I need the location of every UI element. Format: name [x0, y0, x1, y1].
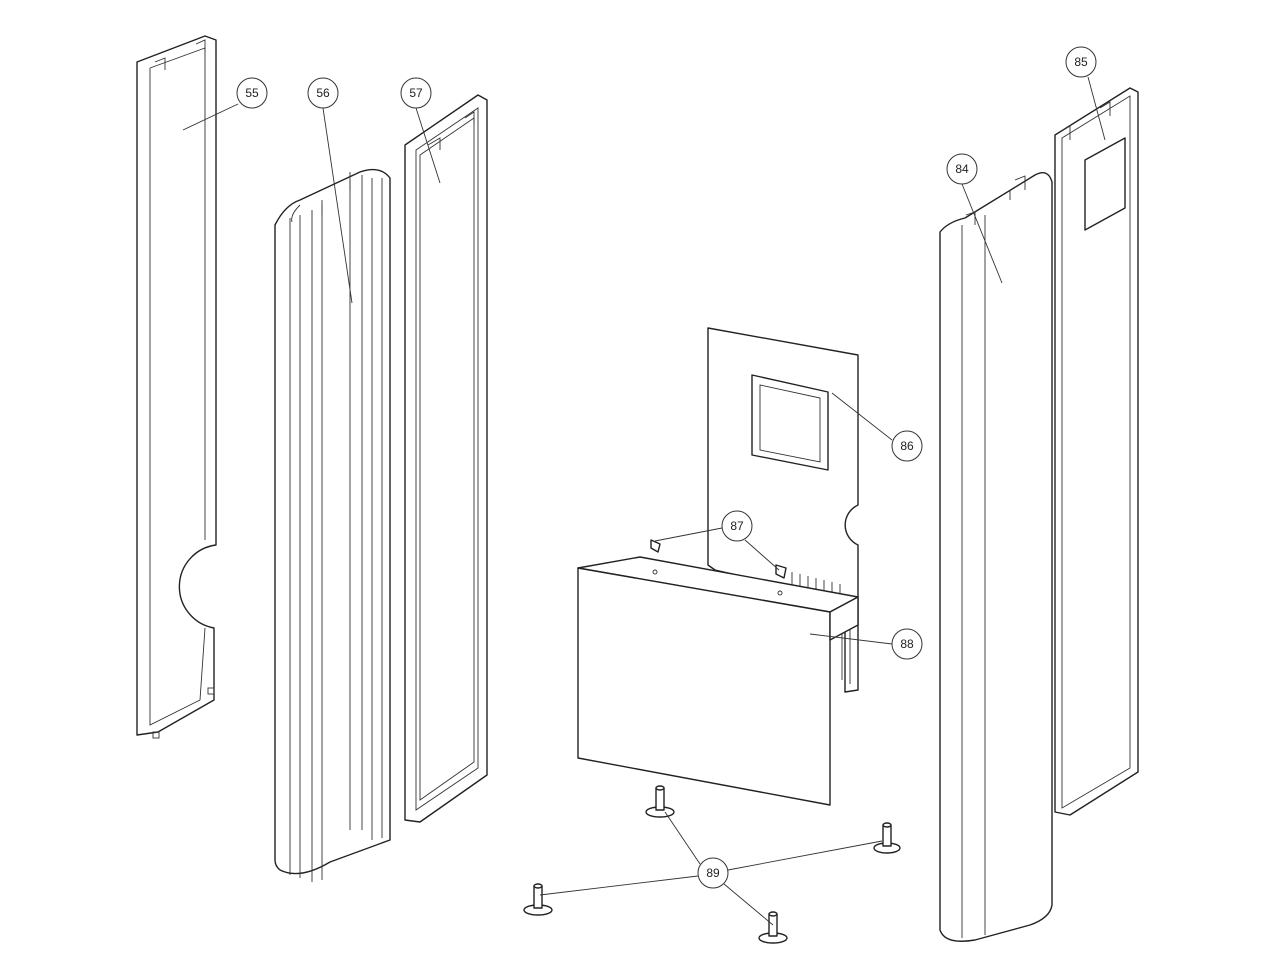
part-87-wing-screws [650, 539, 787, 579]
part-85-rear-panel [1054, 87, 1139, 816]
callout-87: 87 [721, 510, 753, 542]
part-55-side-panel [136, 35, 217, 739]
callout-85-label: 85 [1074, 55, 1088, 69]
part-86-mounting-plate [707, 327, 859, 693]
callout-88-label: 88 [900, 637, 914, 651]
callout-89-label: 89 [706, 866, 720, 880]
callout-85: 85 [1065, 46, 1097, 78]
callout-57-label: 57 [409, 86, 423, 100]
callout-55: 55 [236, 77, 268, 109]
callout-84: 84 [946, 153, 978, 185]
callout-89: 89 [697, 857, 729, 889]
callout-86-label: 86 [900, 439, 914, 453]
foot-3 [523, 883, 553, 916]
leader-lines [182, 76, 1106, 926]
callout-56: 56 [307, 77, 339, 109]
callout-84-label: 84 [955, 162, 969, 176]
foot-2 [873, 822, 901, 854]
callout-57: 57 [400, 77, 432, 109]
callout-55-label: 55 [245, 86, 259, 100]
callout-86: 86 [891, 430, 923, 462]
part-57-frame-panel [404, 94, 488, 823]
part-84-front-column [939, 172, 1053, 942]
foot-1 [645, 785, 675, 818]
callout-56-label: 56 [316, 86, 330, 100]
callout-88: 88 [891, 628, 923, 660]
callout-87-label: 87 [730, 519, 744, 533]
part-56-extrusion-column [274, 168, 391, 882]
part-88-box-cover [577, 556, 859, 806]
